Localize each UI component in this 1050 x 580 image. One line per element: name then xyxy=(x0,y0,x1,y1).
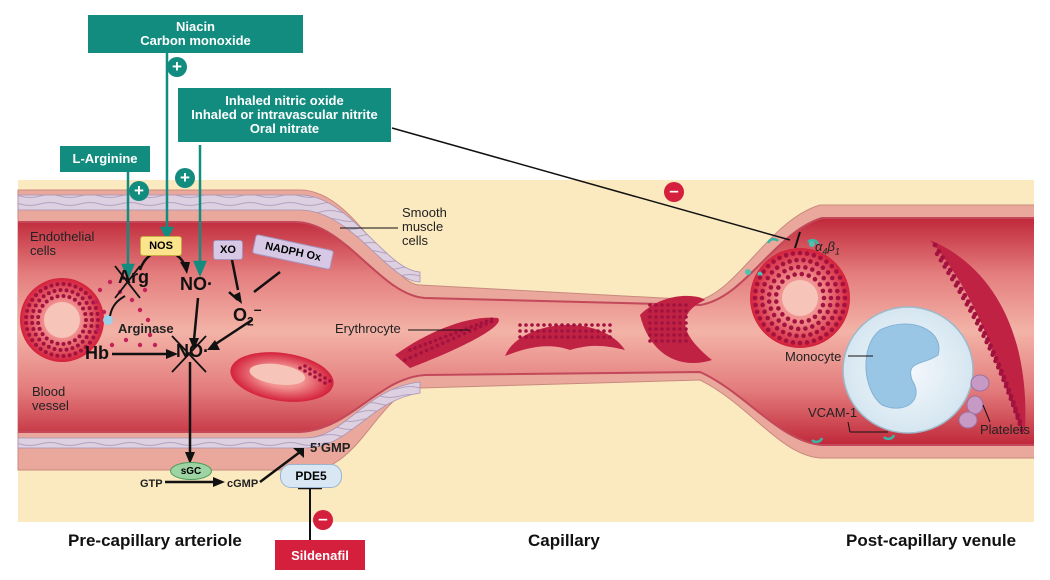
cgmp-label: cGMP xyxy=(227,478,259,490)
arginase-blob xyxy=(103,315,113,325)
superoxide-o: O xyxy=(233,305,248,325)
pde5-enzyme: PDE5 xyxy=(280,464,342,488)
superoxide-sup: – xyxy=(253,301,262,317)
pre-capillary-title: Pre-capillary arteriole xyxy=(68,531,242,550)
integrin-alpha: α xyxy=(815,239,823,254)
vcam-label: VCAM-1 xyxy=(808,405,858,420)
integrin-alpha-sub: 4 xyxy=(822,246,828,257)
sildenafil-box: Sildenafil xyxy=(275,540,365,570)
l-arginine-box: L-Arginine xyxy=(60,146,150,172)
integrin-label: α4β1 xyxy=(815,240,840,259)
hb-molecule: Hb xyxy=(85,343,109,363)
sgc-enzyme: sGC xyxy=(170,462,212,480)
rbc-mid xyxy=(230,352,334,402)
superoxide-sub: 2 xyxy=(247,314,254,329)
oral-nitrate-label: Oral nitrate xyxy=(249,121,320,136)
nitrite-label: Inhaled or intravascular nitrite xyxy=(191,107,378,122)
plus-sign-niacin: + xyxy=(167,57,187,77)
minus-sign-integrin: – xyxy=(664,182,684,202)
plus-sign-inhaled: + xyxy=(175,168,195,188)
minus-sign-sildenafil: – xyxy=(313,510,333,530)
platelets-label: Platelets xyxy=(980,422,1030,437)
smooth-muscle-label: Smooth muscle cells xyxy=(402,205,447,248)
rbc-right xyxy=(750,248,850,348)
superoxide-molecule: O2– xyxy=(233,302,262,329)
receptors xyxy=(766,237,896,444)
l-arginine-label: L-Arginine xyxy=(72,151,138,166)
monocyte-cell xyxy=(842,306,974,434)
rbc-left xyxy=(20,278,104,362)
gtp-label: GTP xyxy=(140,478,163,490)
integrin-beta: β xyxy=(827,239,835,254)
carbon-monoxide-label: Carbon monoxide xyxy=(140,33,251,48)
capillary-title: Capillary xyxy=(528,531,600,550)
sildenafil-label: Sildenafil xyxy=(291,547,349,563)
niacin-label: Niacin xyxy=(175,19,215,34)
post-capillary-title: Post-capillary venule xyxy=(846,531,1017,550)
no-molecule: NO· xyxy=(180,274,213,294)
erythrocyte-label: Erythrocyte xyxy=(335,321,401,336)
smooth-muscle-top xyxy=(17,194,421,283)
monocyte-label: Monocyte xyxy=(785,349,842,364)
5gmp-label: 5’GMP xyxy=(310,440,351,455)
rbc-cap-1 xyxy=(395,317,499,368)
no-molecule-consumed: NO· xyxy=(176,341,209,361)
arg-molecule: Arg xyxy=(118,267,149,287)
endothelial-cells-label: Endothelial cells xyxy=(30,229,95,258)
inhaled-no-label: Inhaled nitric oxide xyxy=(225,93,344,108)
xo-enzyme: XO xyxy=(213,240,243,260)
blood-vessel-label: Blood vessel xyxy=(32,384,69,413)
inhaled-box: Inhaled nitric oxide Inhaled or intravas… xyxy=(178,88,391,142)
plus-sign-larginine: + xyxy=(129,181,149,201)
rbc-cap-2 xyxy=(505,325,625,356)
nos-enzyme: NOS xyxy=(140,236,182,256)
niacin-box: Niacin Carbon monoxide xyxy=(88,15,303,53)
rbc-cap-3 xyxy=(640,295,712,363)
arginase-label: Arginase xyxy=(118,321,174,336)
smooth-muscle-bottom xyxy=(17,381,421,449)
integrin-beta-sub: 1 xyxy=(834,246,840,257)
